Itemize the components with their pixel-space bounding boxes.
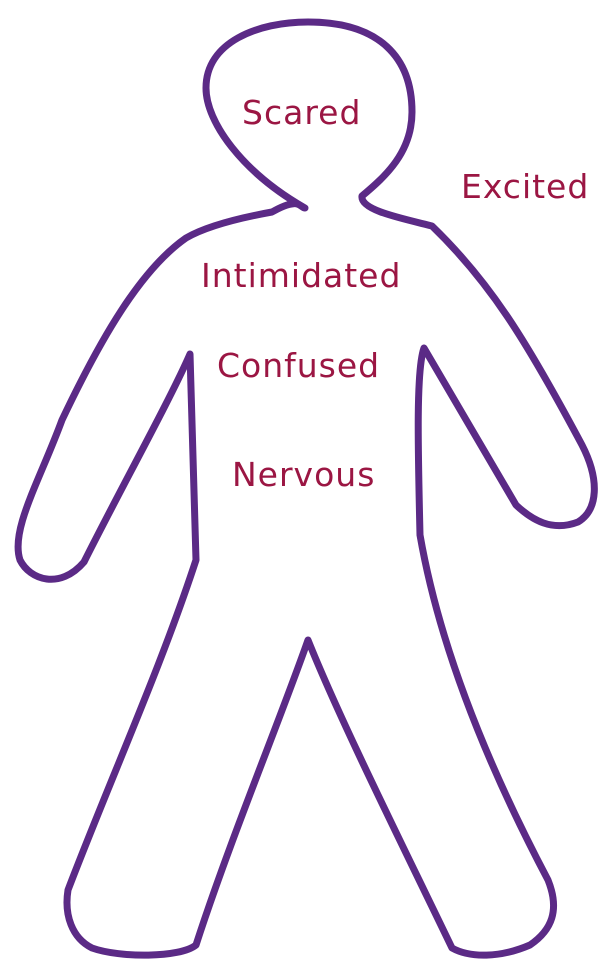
feeling-confused: Confused [217, 349, 380, 382]
feeling-nervous: Nervous [232, 458, 375, 491]
feeling-scared: Scared [242, 96, 361, 129]
feeling-intimidated: Intimidated [201, 259, 401, 292]
feeling-excited: Excited [461, 170, 589, 203]
